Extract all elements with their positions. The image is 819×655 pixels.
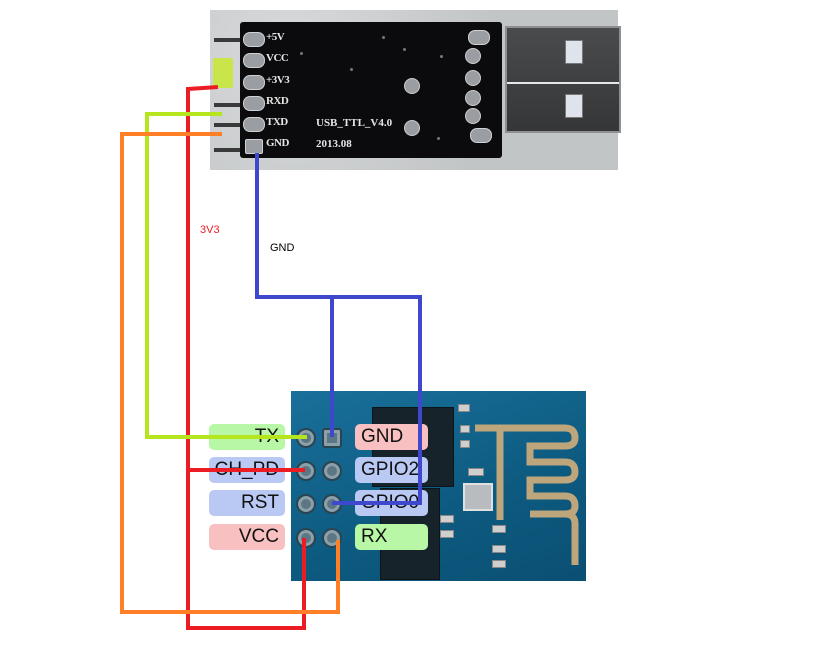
usb-pin-label-3v3: +3V3 [266,74,290,86]
usb-plug-hole [565,40,583,64]
smd-component [440,515,454,523]
header-pin [214,123,242,127]
usb-pin-label-5v: +5V [266,31,285,43]
power-annotation: 3V3 [200,224,220,236]
usb-pin-label-gnd: GND [266,137,289,149]
esp-pin-gpio2 [322,461,342,481]
usb-ttl-pcb [240,22,502,158]
smd-component [460,440,470,448]
via [350,68,353,71]
smd-component [468,468,484,476]
crystal [463,483,493,511]
esp-pin-rst [296,494,316,514]
pin-label-gnd: GND [355,424,428,450]
rxd-wire [145,112,307,439]
usb-plug-hole [565,94,583,118]
usb-pad [465,48,481,64]
jumper-cap [213,58,233,88]
txd-wire [120,132,340,614]
usb-pad [465,70,481,86]
via [403,48,406,51]
antenna-trace [475,424,579,565]
usb-component-pad [404,120,420,136]
via [440,55,443,58]
usb-pad [243,96,265,111]
usb-pin-label-vcc: VCC [266,52,289,64]
header-pin [214,148,242,152]
smd-component [440,530,454,538]
usb-pad [465,108,481,124]
via [437,137,440,140]
pin-label-ch-pd: CH_PD [209,457,285,483]
usb-plug-seam [507,82,619,84]
header-pin [214,103,242,107]
usb-pad [243,32,265,47]
usb-board-name: USB_TTL_V4.0 [316,117,393,129]
usb-pad [243,53,265,68]
usb-pin-label-txd: TXD [266,116,288,128]
3v3-wire [186,85,306,630]
smd-component [460,425,470,433]
usb-pad [465,90,481,106]
gnd-wire [255,153,422,505]
usb-pad-gnd [245,139,263,154]
usb-a-plug [505,26,621,133]
via [382,36,385,39]
usb-pad [468,30,490,45]
usb-pad [470,128,492,143]
via [300,52,303,55]
pin-label-gpio2: GPIO2 [355,457,428,483]
header-pin [214,38,242,42]
pin-label-rx: RX [355,524,428,550]
pin-label-vcc: VCC [209,524,285,550]
smd-component [492,560,506,568]
ground-annotation: GND [270,242,295,254]
smd-component [458,404,470,412]
smd-component [492,525,506,533]
pin-label-rst: RST [209,490,285,516]
usb-pad [243,117,265,132]
usb-component-pad [404,78,420,94]
usb-pin-label-rxd: RXD [266,95,289,107]
usb-board-date: 2013.08 [316,138,352,150]
usb-pad [243,75,265,90]
pcb-antenna [475,424,579,565]
smd-component [492,545,506,553]
